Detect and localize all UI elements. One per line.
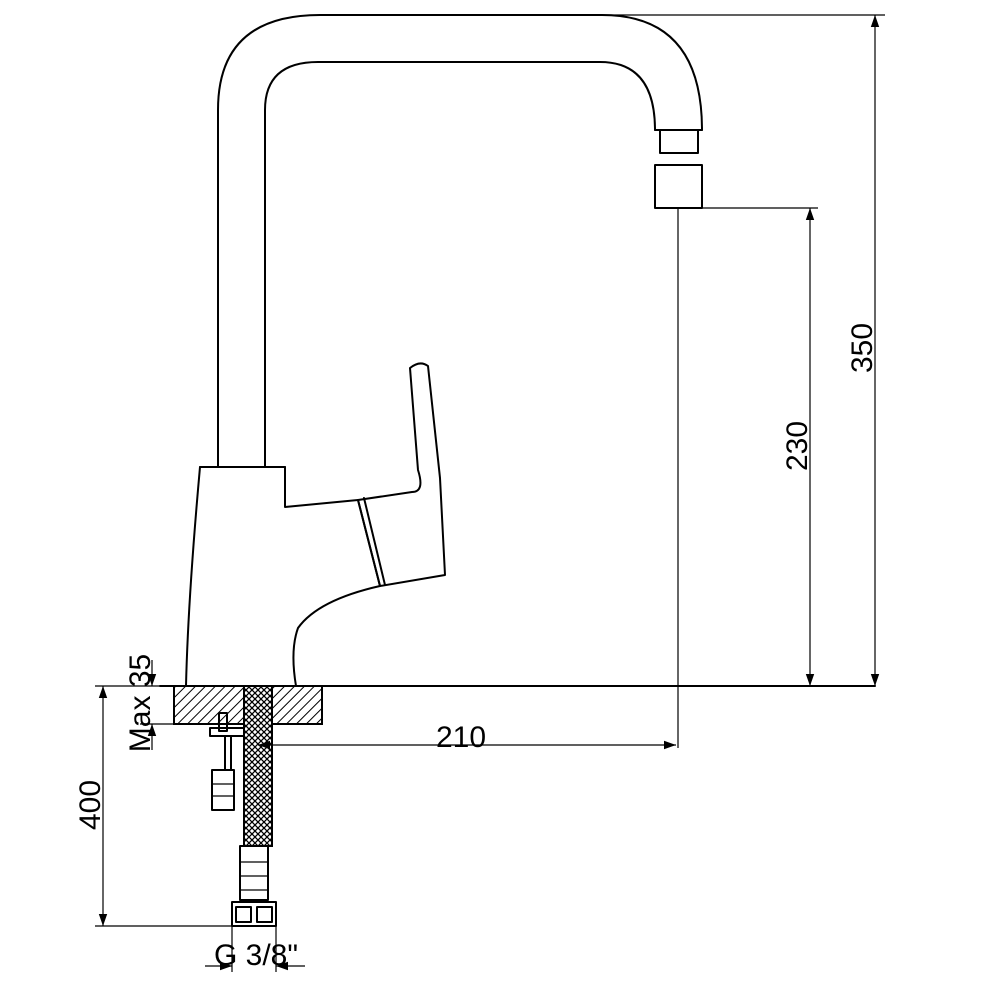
hose-ferrule bbox=[239, 845, 269, 901]
dim-thread-label: G 3/8" bbox=[214, 939, 298, 972]
flexible-hose bbox=[231, 685, 277, 927]
faucet-body bbox=[185, 466, 381, 687]
hose-braid bbox=[243, 685, 273, 847]
dimension-lines bbox=[95, 14, 885, 972]
hose-connector bbox=[231, 901, 277, 927]
dim-350-label: 350 bbox=[846, 323, 879, 373]
fixing-nut bbox=[211, 769, 235, 811]
faucet-outline bbox=[185, 14, 703, 687]
deck-section-left bbox=[173, 685, 245, 725]
threaded-shank bbox=[218, 712, 228, 732]
dim-230-label: 230 bbox=[781, 421, 814, 471]
dim-400-label: 400 bbox=[74, 780, 107, 830]
spout-outer bbox=[217, 14, 703, 468]
aerator bbox=[654, 129, 703, 209]
deck-mounting bbox=[159, 685, 876, 811]
lever-handle bbox=[357, 362, 446, 587]
deck-section-right bbox=[271, 685, 323, 725]
spout-inner bbox=[264, 61, 656, 468]
dim-max35-label: Max 35 bbox=[124, 654, 157, 752]
dim-210-label: 210 bbox=[436, 721, 486, 754]
